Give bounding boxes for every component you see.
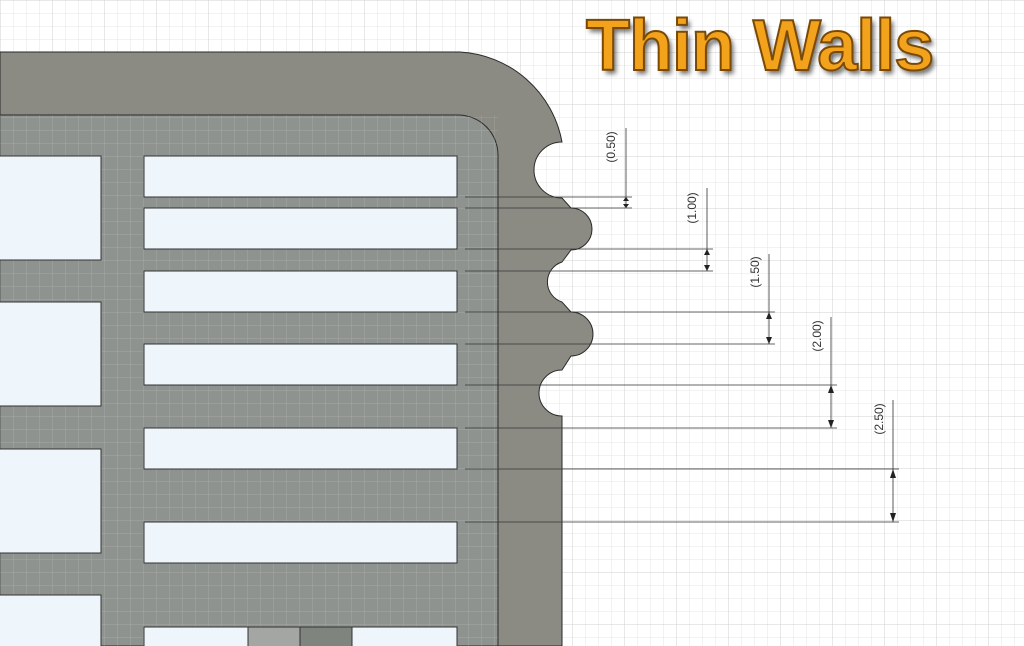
dimension-0-50: (0.50) [604, 128, 629, 208]
dimension-label: (2.00) [810, 320, 824, 351]
dimension-label: (1.50) [748, 256, 762, 287]
slot [143, 521, 458, 564]
dimension-2-50: (2.50) [872, 400, 896, 522]
dimension-1-00: (1.00) [685, 188, 710, 271]
bottom-block [299, 626, 353, 646]
left-slot [0, 448, 102, 554]
left-slot [0, 155, 102, 261]
slot [143, 343, 458, 386]
left-slot [0, 301, 102, 407]
bottom-block [247, 626, 301, 646]
extension-lines [465, 196, 899, 523]
slot [143, 427, 458, 470]
slot [143, 270, 458, 313]
dimension-2-00: (2.00) [810, 317, 834, 428]
dimension-label: (0.50) [604, 131, 618, 162]
slot [143, 626, 249, 646]
left-slot [0, 594, 102, 646]
slot [351, 626, 458, 646]
dimension-label: (2.50) [872, 403, 886, 434]
page-title: Thin Walls [585, 6, 935, 86]
dimension-label: (1.00) [685, 192, 699, 223]
dimension-1-50: (1.50) [748, 254, 772, 344]
slot [143, 155, 458, 198]
slot [143, 207, 458, 250]
